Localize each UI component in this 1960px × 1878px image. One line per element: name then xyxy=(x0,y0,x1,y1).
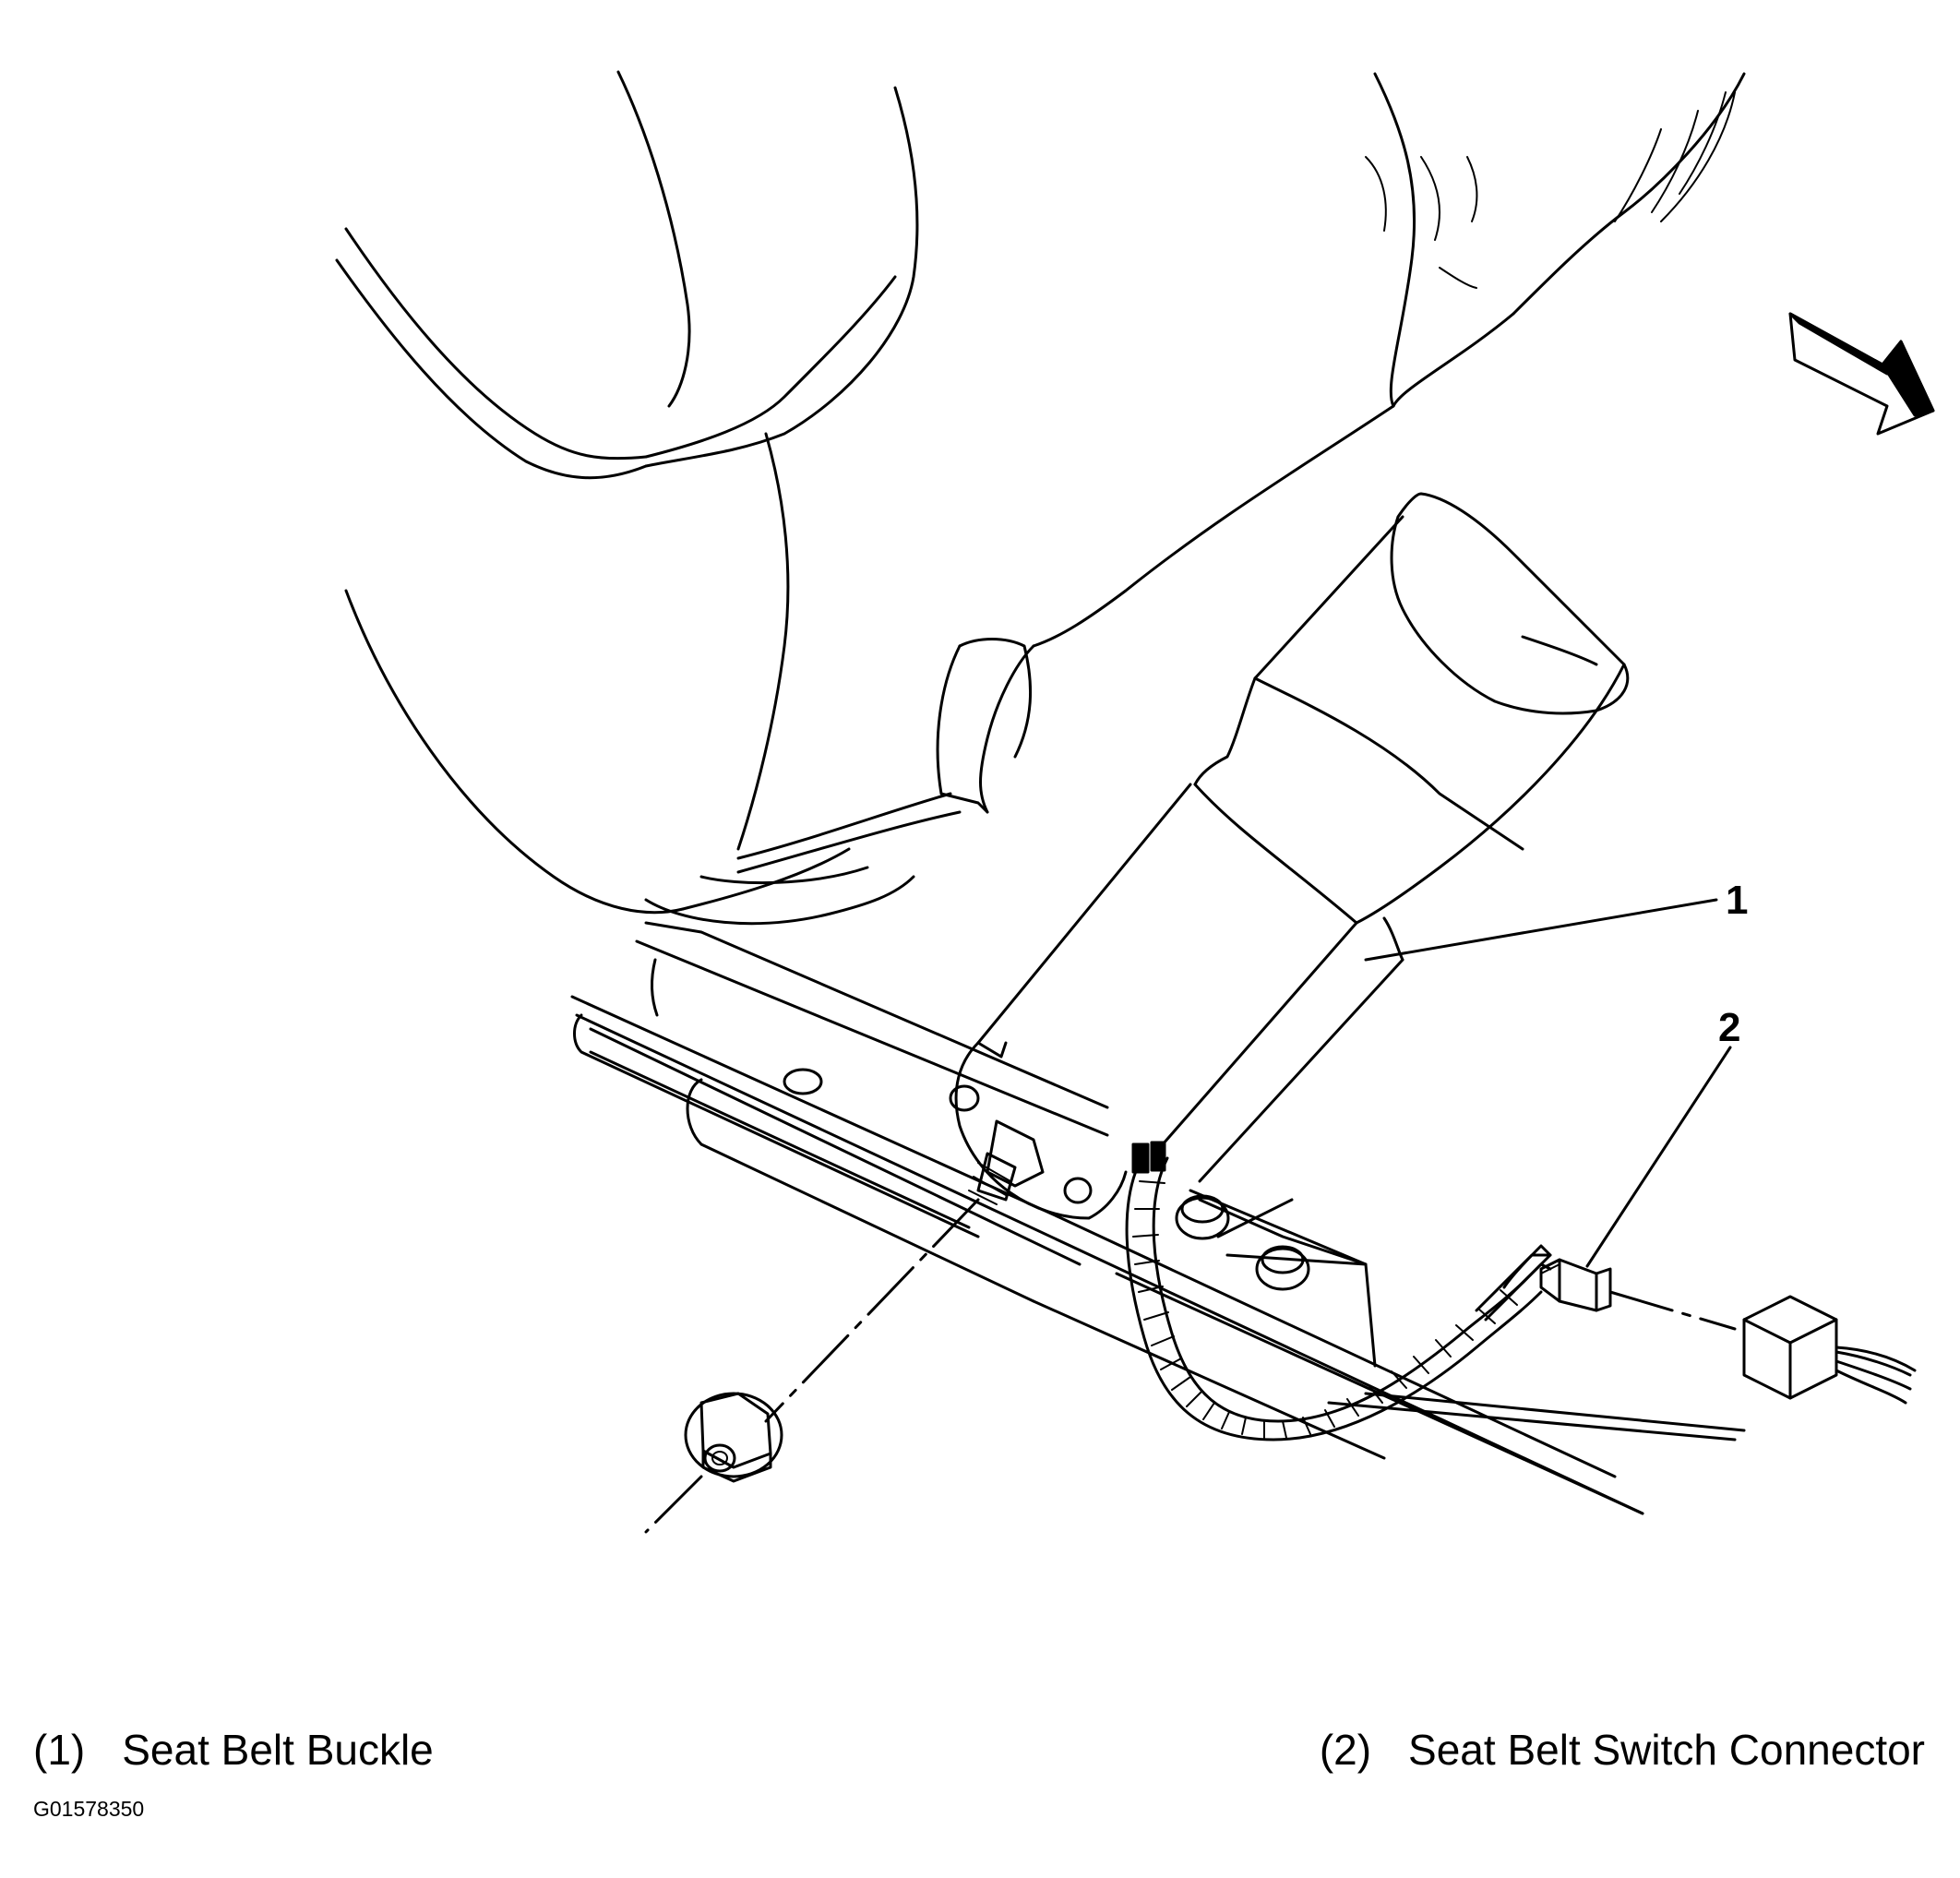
seat-adjust-lever xyxy=(644,638,1035,926)
callout-1: 1 xyxy=(1364,878,1748,962)
callout-2-number: 2 xyxy=(1718,1005,1740,1050)
arrow-right-down-icon xyxy=(1788,312,1935,436)
mounting-nut xyxy=(684,1392,783,1483)
callout-2: 2 xyxy=(1585,1005,1740,1268)
legend-item-2: (2) Seat Belt Switch Connector xyxy=(1320,1724,1925,1776)
seat-back xyxy=(1032,72,1746,648)
legend-item-2-label: Seat Belt Switch Connector xyxy=(1408,1726,1925,1774)
legend-item-1-number: (1) xyxy=(33,1726,86,1774)
mounting-stud xyxy=(968,1119,1045,1205)
connector-dashed-leader xyxy=(1608,1290,1737,1331)
stud-dashed-leader xyxy=(764,1198,980,1423)
legend-item-2-number: (2) xyxy=(1319,1726,1372,1774)
seat-track-rail xyxy=(570,921,1746,1515)
seat-belt-buckle xyxy=(949,492,1630,1220)
mating-connector xyxy=(1742,1295,1917,1405)
nut-dashed-leader xyxy=(644,1475,703,1534)
wiring-harness xyxy=(1125,1141,1552,1441)
seat-cushion xyxy=(335,70,919,915)
figure-code: G01578350 xyxy=(33,1797,145,1821)
callout-1-number: 1 xyxy=(1726,878,1748,923)
legend-item-1-label: Seat Belt Buckle xyxy=(122,1726,434,1774)
harness-connector xyxy=(1539,1258,1612,1312)
legend-item-1: (1) Seat Belt Buckle xyxy=(33,1724,434,1776)
